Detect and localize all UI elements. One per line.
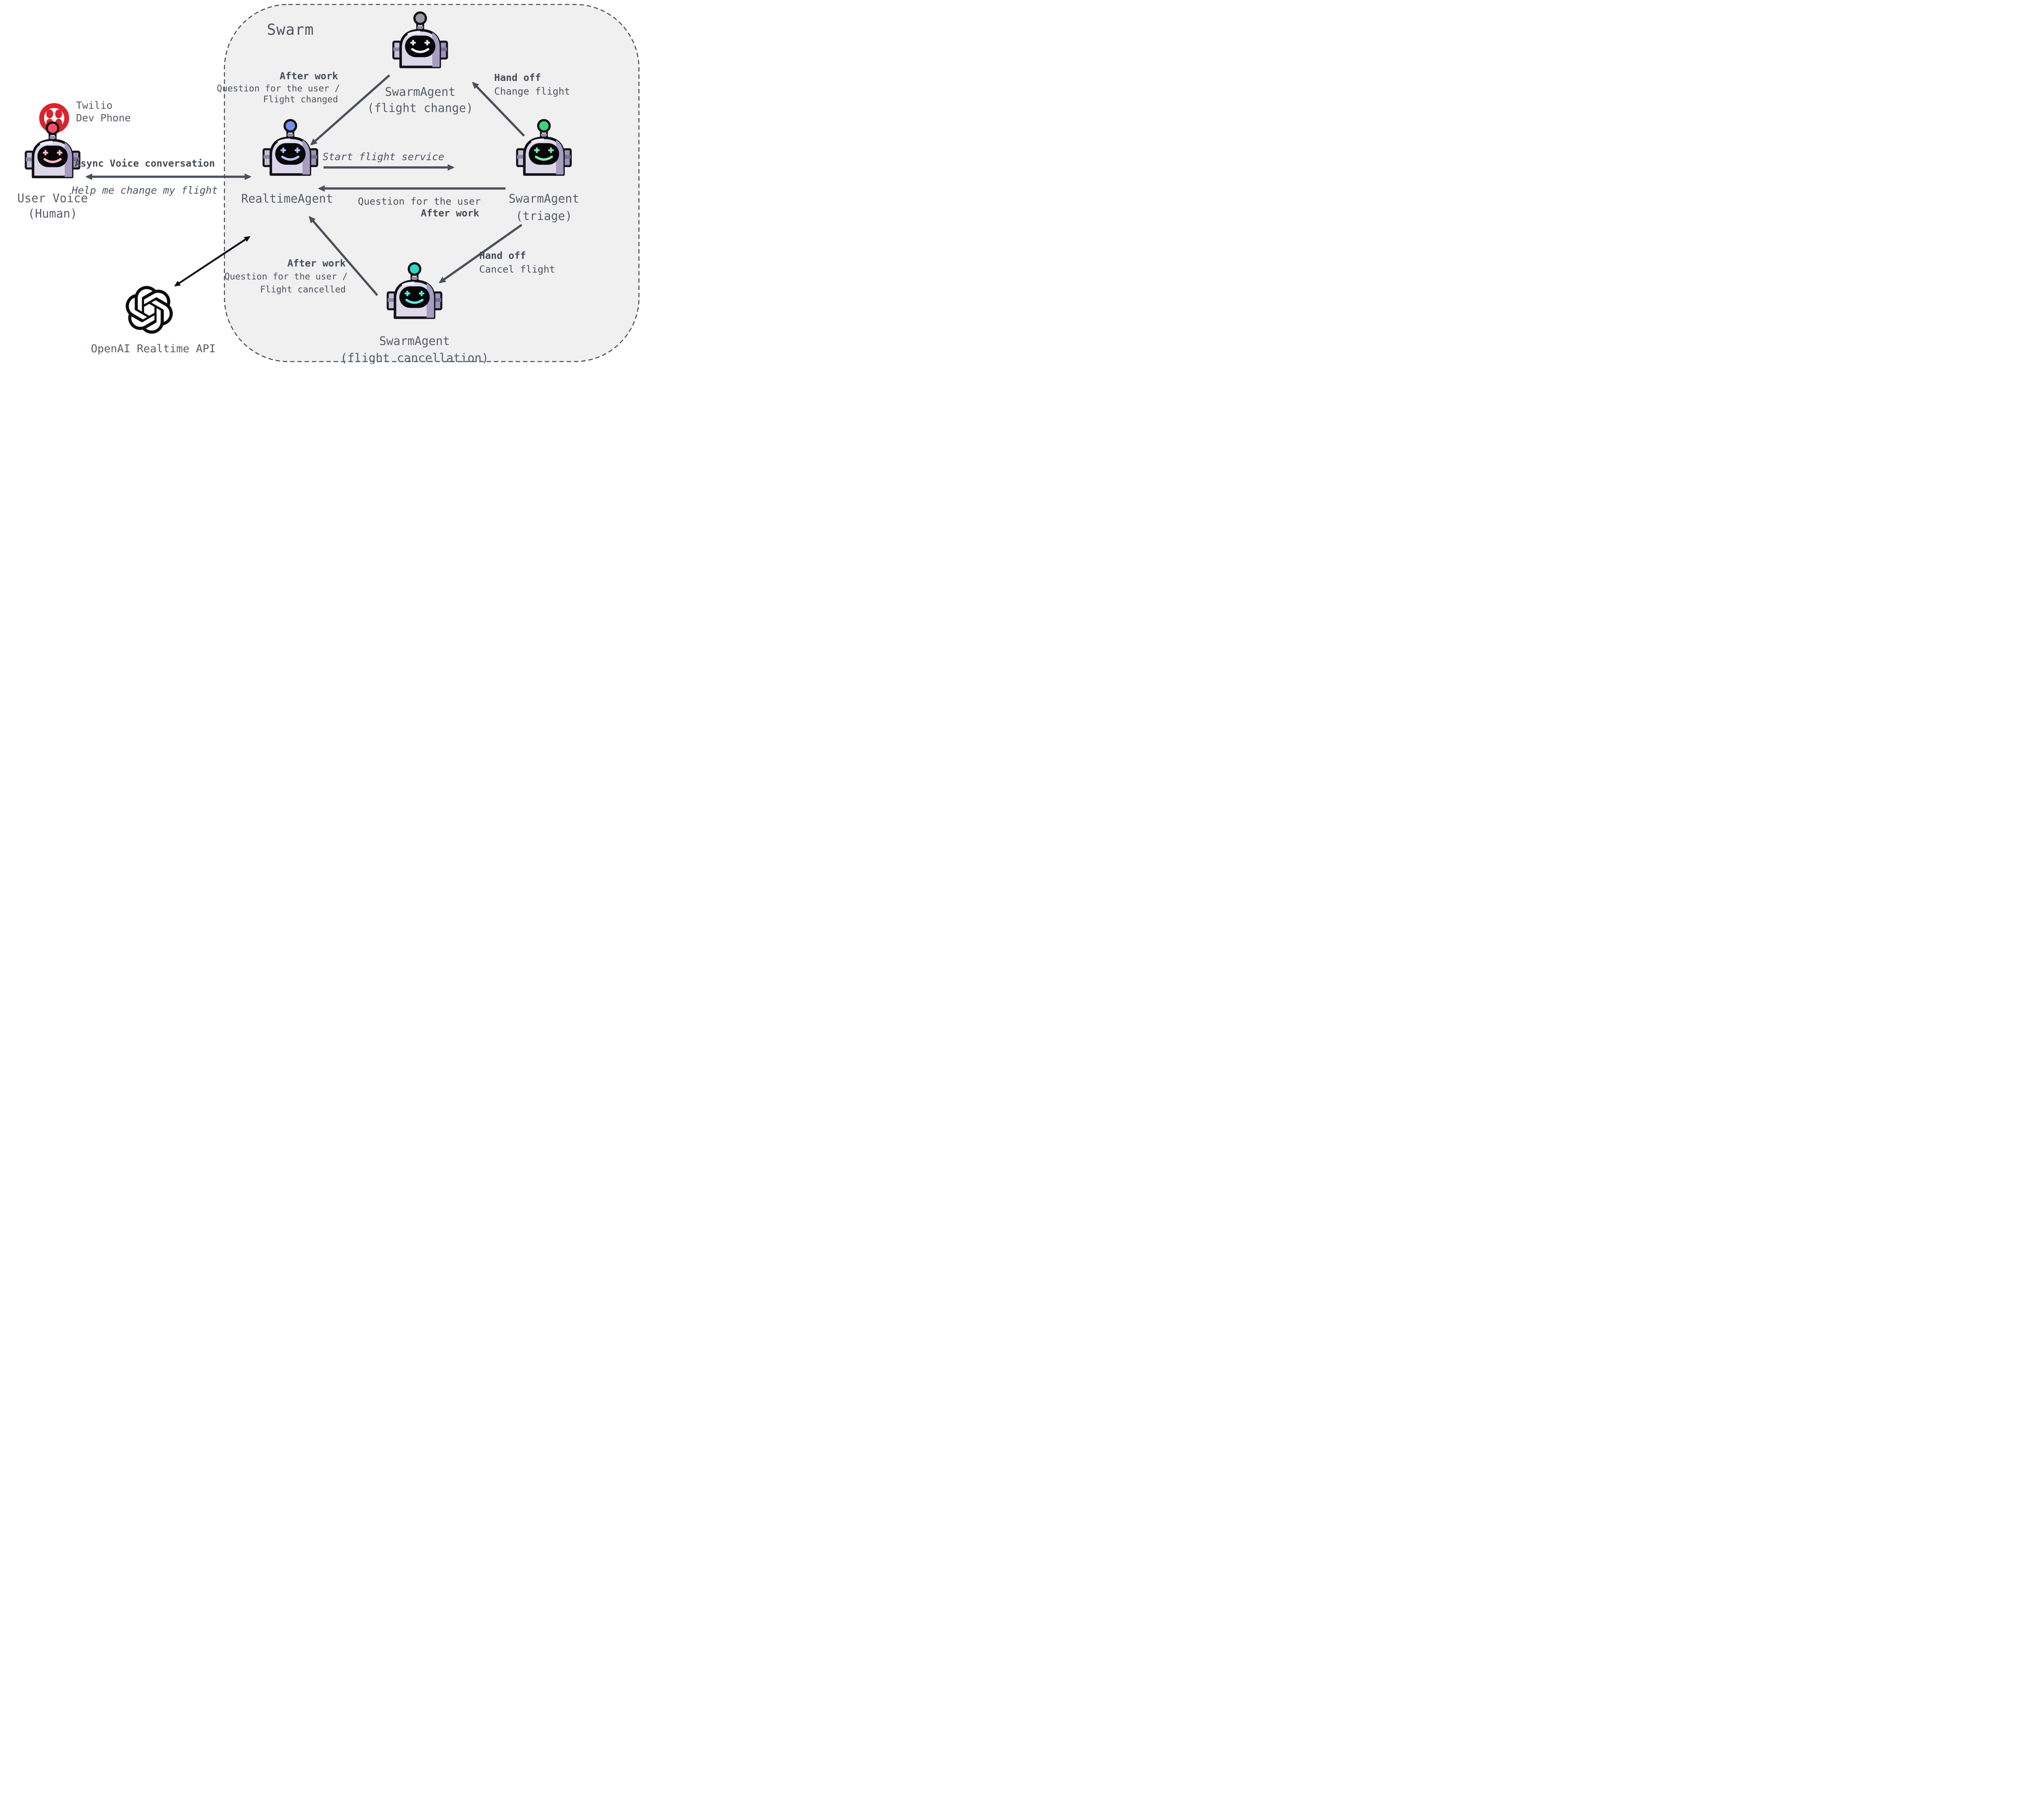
- flight-change-agent-robot-icon: [391, 11, 449, 72]
- edge-label-cancel-flight: Cancel flight: [479, 264, 555, 275]
- user-voice-label: User Voice (Human): [0, 190, 105, 221]
- realtime-agent-robot-icon: [262, 119, 319, 180]
- user-voice-label-line2: (Human): [27, 207, 78, 220]
- twilio-label: Twilio Dev Phone: [76, 99, 131, 124]
- edge-label-flight-cancelled: Flight cancelled: [260, 285, 346, 295]
- diagram-canvas: Swarm Twilio Dev Phone User Voice (Human…: [0, 0, 647, 364]
- edge-realtime-openai: [174, 236, 251, 287]
- flight-change-agent-label-line1: SwarmAgent: [385, 85, 456, 99]
- openai-label: OpenAI Realtime API: [91, 343, 216, 355]
- realtime-agent-label: RealtimeAgent: [241, 192, 333, 205]
- triage-agent-label-line2: (triage): [516, 209, 572, 223]
- edge-label-start-flight-service: Start flight service: [322, 151, 444, 163]
- openai-logo-icon: [125, 286, 173, 334]
- flight-cancellation-agent-label-line2: (flight cancellation): [340, 351, 489, 364]
- edge-label-question-bottom: Question for the user /: [224, 272, 348, 282]
- triage-agent-label-line1: SwarmAgent: [508, 192, 580, 205]
- edges-layer: [85, 4, 640, 362]
- edge-label-after-work-top: After work: [279, 70, 338, 82]
- edge-label-async-voice: Async Voice conversation: [74, 158, 215, 169]
- edge-label-question-for-user: Question for the user: [358, 196, 481, 207]
- flight-change-agent-label: SwarmAgent (flight change): [339, 84, 501, 116]
- flight-cancellation-agent-label: SwarmAgent (flight cancellation): [313, 332, 516, 364]
- edge-flightchange-realtime: [310, 74, 390, 146]
- edge-triage-flightchange: [472, 82, 525, 137]
- flight-change-agent-label-line2: (flight change): [367, 101, 473, 115]
- edge-label-change-flight: Change flight: [494, 86, 570, 97]
- edge-label-handoff-change: Hand off: [494, 72, 541, 83]
- edge-label-question-top: Question for the user /: [217, 84, 340, 94]
- twilio-label-line2: Dev Phone: [76, 112, 131, 124]
- edge-label-after-work-mid: After work: [421, 207, 480, 219]
- flight-cancellation-agent-label-line1: SwarmAgent: [379, 334, 450, 348]
- triage-agent-robot-icon: [515, 119, 573, 180]
- edge-label-handoff-cancel: Hand off: [479, 250, 526, 261]
- edge-triage-cancellation: [438, 224, 522, 284]
- triage-agent-label: SwarmAgent (triage): [463, 190, 625, 225]
- swarm-group-title: Swarm: [267, 21, 314, 38]
- swarm-group-box: [224, 4, 640, 362]
- user-voice-label-line1: User Voice: [17, 191, 88, 205]
- edge-cancellation-realtime: [309, 216, 379, 296]
- user-voice-robot-icon: [24, 121, 81, 182]
- edge-label-after-work-bottom: After work: [287, 258, 346, 269]
- edge-label-flight-changed: Flight changed: [263, 95, 338, 105]
- flight-cancellation-agent-robot-icon: [386, 262, 443, 323]
- edge-label-help-change-flight: Help me change my flight: [72, 184, 218, 196]
- twilio-label-line1: Twilio: [76, 99, 113, 111]
